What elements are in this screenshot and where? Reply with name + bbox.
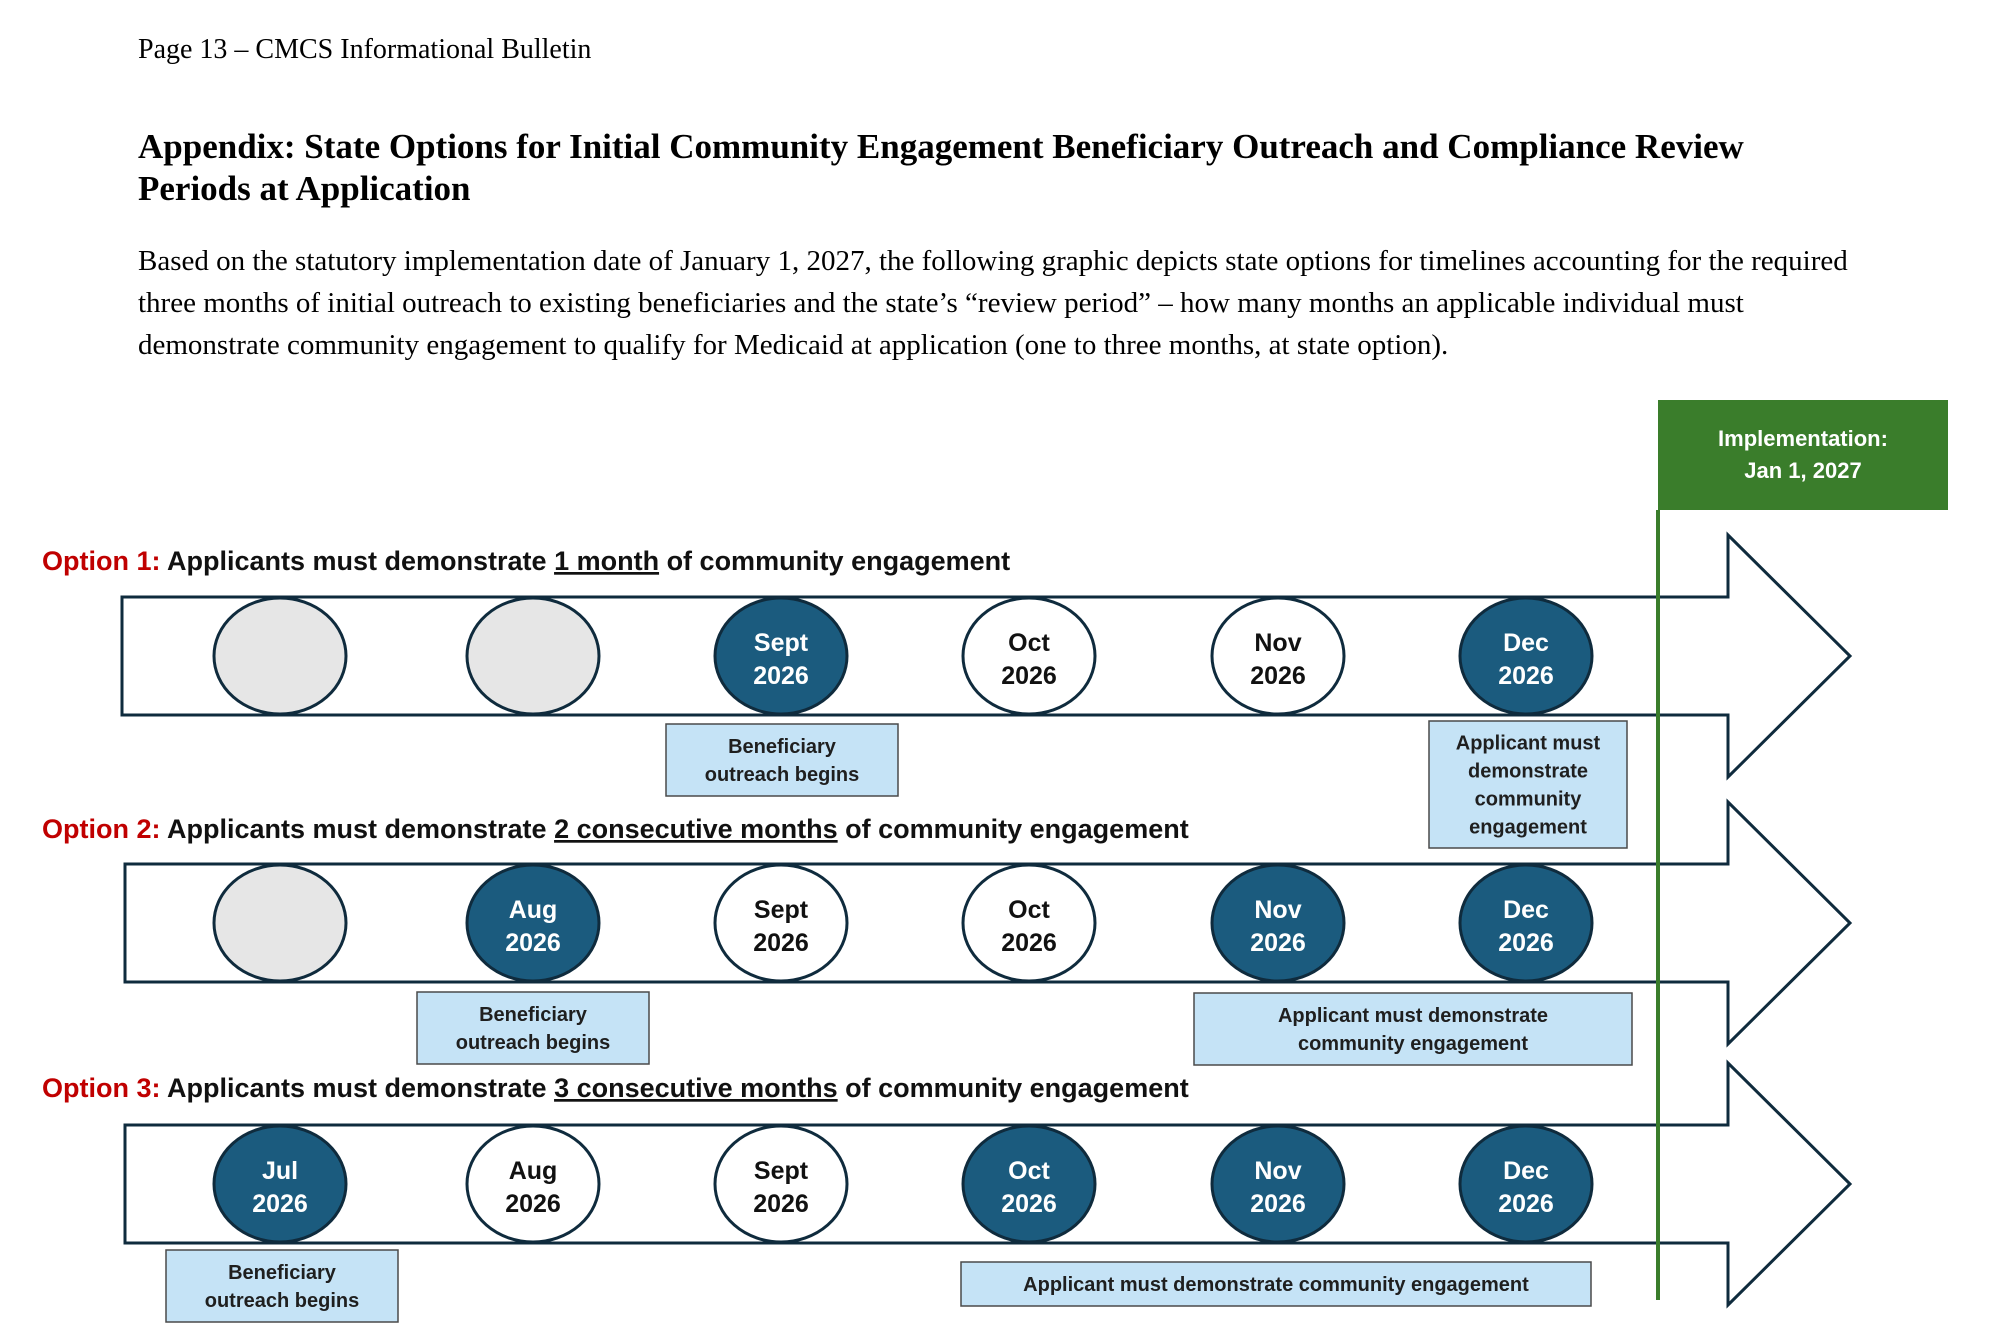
month-circle <box>212 1124 348 1244</box>
month-year: 2026 <box>505 1190 561 1218</box>
month-circle <box>212 863 348 983</box>
month-year: 2026 <box>252 1190 308 1218</box>
appendix-title: Appendix: State Options for Initial Comm… <box>138 127 1744 208</box>
month-label: Aug <box>509 1157 558 1185</box>
month-label: Dec <box>1503 896 1549 924</box>
note-text: community engagement <box>1298 1033 1528 1055</box>
intro-paragraph: Based on the statutory implementation da… <box>138 245 1848 361</box>
month-year: 2026 <box>1250 929 1306 957</box>
month-label: Oct <box>1008 896 1050 924</box>
month-circle <box>961 863 1097 983</box>
month-year: 2026 <box>1001 662 1057 690</box>
note-text: demonstrate <box>1468 761 1588 783</box>
month-circle <box>713 863 849 983</box>
option-label: Option 1: Applicants must demonstrate 1 … <box>42 546 1010 576</box>
note-box <box>960 1261 1592 1307</box>
month-label: Jul <box>262 1157 298 1185</box>
month-label: Oct <box>1008 1157 1050 1185</box>
month-circle <box>1458 596 1594 716</box>
note-text: outreach begins <box>205 1290 359 1312</box>
note-text: Applicant must demonstrate community eng… <box>1023 1274 1529 1296</box>
option-3-group: Option 3: Applicants must demonstrate 3 … <box>42 1059 1853 1323</box>
month-label: Sept <box>754 1157 809 1185</box>
option-underlined: 1 month <box>554 546 659 576</box>
month-label: Sept <box>754 896 809 924</box>
option-label: Option 3: Applicants must demonstrate 3 … <box>42 1073 1189 1103</box>
month-year: 2026 <box>1498 1190 1554 1218</box>
month-label: Dec <box>1503 1157 1549 1185</box>
option-text-after: of community engagement <box>838 814 1189 844</box>
month-year: 2026 <box>1498 662 1554 690</box>
month-circle <box>1458 863 1594 983</box>
option-underlined: 3 consecutive months <box>554 1073 838 1103</box>
month-circle <box>961 1124 1097 1244</box>
note-box <box>416 991 650 1065</box>
month-label: Dec <box>1503 629 1549 657</box>
month-circle <box>465 863 601 983</box>
option-text-before: Applicants must demonstrate <box>167 814 554 844</box>
note-box <box>1193 992 1633 1066</box>
option-2-group: Option 2: Applicants must demonstrate 2 … <box>42 798 1853 1066</box>
month-label: Nov <box>1254 629 1301 657</box>
month-label: Sept <box>754 629 809 657</box>
note-text: outreach begins <box>456 1032 610 1054</box>
month-year: 2026 <box>505 929 561 957</box>
month-circle <box>1210 1124 1346 1244</box>
note-text: Beneficiary <box>479 1004 588 1026</box>
month-circle <box>961 596 1097 716</box>
note-text: engagement <box>1469 817 1587 839</box>
option-prefix: Option 1: <box>42 546 167 576</box>
implementation-label: Implementation: <box>1718 426 1888 451</box>
month-circle <box>713 1124 849 1244</box>
option-prefix: Option 2: <box>42 814 167 844</box>
month-label: Nov <box>1254 896 1301 924</box>
note-text: Applicant must <box>1456 733 1601 755</box>
option-text-after: of community engagement <box>838 1073 1189 1103</box>
month-year: 2026 <box>753 1190 809 1218</box>
month-year: 2026 <box>1250 1190 1306 1218</box>
implementation-date: Jan 1, 2027 <box>1744 458 1861 483</box>
month-circle <box>465 596 601 716</box>
note-text: Applicant must demonstrate <box>1278 1005 1548 1027</box>
option-text-before: Applicants must demonstrate <box>167 546 554 576</box>
month-circle <box>713 596 849 716</box>
month-year: 2026 <box>753 929 809 957</box>
note-box <box>665 723 899 797</box>
note-text: Beneficiary <box>728 736 837 758</box>
month-year: 2026 <box>1250 662 1306 690</box>
month-year: 2026 <box>1001 1190 1057 1218</box>
note-box <box>1428 720 1628 849</box>
note-box <box>165 1249 399 1323</box>
option-label: Option 2: Applicants must demonstrate 2 … <box>42 814 1189 844</box>
option-underlined: 2 consecutive months <box>554 814 838 844</box>
note-text: Beneficiary <box>228 1262 337 1284</box>
option-text-after: of community engagement <box>659 546 1010 576</box>
month-circle <box>212 596 348 716</box>
month-year: 2026 <box>1001 929 1057 957</box>
month-label: Nov <box>1254 1157 1301 1185</box>
month-year: 2026 <box>1498 929 1554 957</box>
month-circle <box>465 1124 601 1244</box>
month-label: Oct <box>1008 629 1050 657</box>
month-label: Aug <box>509 896 558 924</box>
note-text: outreach begins <box>705 764 859 786</box>
option-text-before: Applicants must demonstrate <box>167 1073 554 1103</box>
month-circle <box>1210 596 1346 716</box>
implementation-box <box>1658 400 1948 510</box>
option-prefix: Option 3: <box>42 1073 167 1103</box>
month-circle <box>1210 863 1346 983</box>
option-1-group: Option 1: Applicants must demonstrate 1 … <box>42 531 1853 849</box>
month-year: 2026 <box>753 662 809 690</box>
page-header: Page 13 – CMCS Informational Bulletin <box>138 34 592 65</box>
month-circle <box>1458 1124 1594 1244</box>
note-text: community <box>1475 789 1583 811</box>
